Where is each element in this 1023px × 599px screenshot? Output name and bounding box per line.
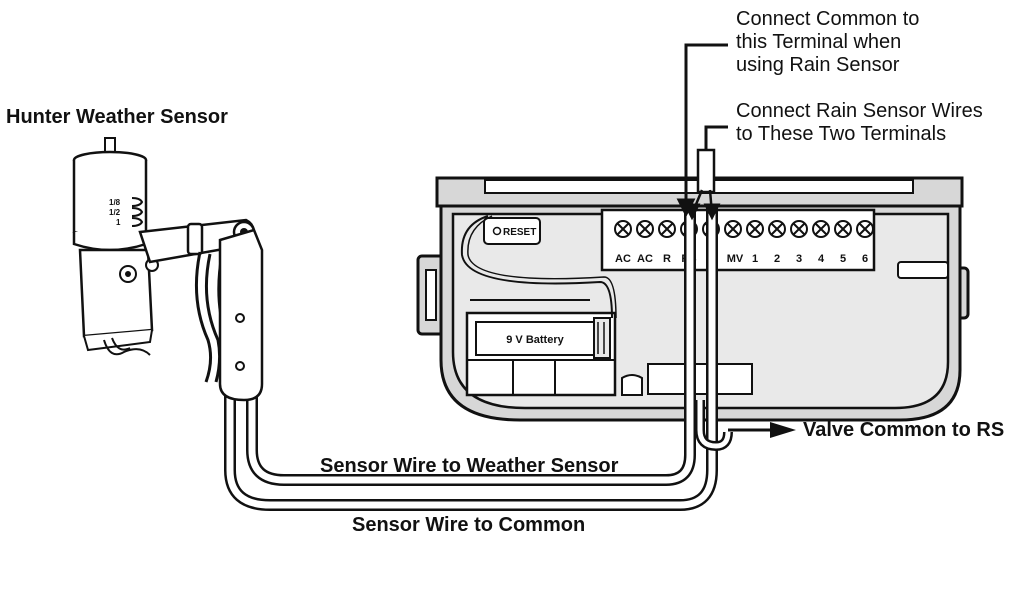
terminal-label: AC bbox=[637, 253, 653, 265]
terminal-label: 4 bbox=[818, 253, 825, 265]
terminal-label: 6 bbox=[862, 253, 868, 265]
mounting-bracket bbox=[138, 218, 264, 402]
valve-common-wire bbox=[695, 400, 796, 452]
weather-sensor: 1/8 1/2 1 bbox=[72, 137, 159, 356]
sensor-wire-weather-label: Sensor Wire to Weather Sensor bbox=[320, 455, 619, 477]
sensor-wire-common-label: Sensor Wire to Common bbox=[352, 514, 586, 536]
dial-setting: 1/8 bbox=[109, 198, 121, 207]
battery-wire bbox=[467, 215, 617, 319]
terminal-screw bbox=[856, 220, 874, 238]
terminal-screw bbox=[746, 220, 764, 238]
terminal-label: MV bbox=[727, 253, 744, 265]
connect-rain-sensor-callout: Connect Rain Sensor Wires to These Two T… bbox=[736, 100, 983, 146]
terminal-label: 1 bbox=[752, 253, 758, 265]
dial-setting: 1/2 bbox=[109, 208, 121, 217]
battery-wire bbox=[460, 215, 613, 319]
arrow-right-icon bbox=[770, 422, 796, 438]
battery-label: 9 V Battery bbox=[506, 334, 564, 346]
battery-compartment: 9 V Battery bbox=[465, 311, 617, 397]
terminal-screw bbox=[658, 220, 676, 238]
terminal-label: 2 bbox=[774, 253, 780, 265]
terminal-screw bbox=[636, 220, 654, 238]
terminal-label: AC bbox=[615, 253, 631, 265]
callout-line: to These Two Terminals bbox=[736, 123, 947, 145]
callout-line: Connect Rain Sensor Wires bbox=[736, 100, 983, 122]
weather-sensor-label: Hunter Weather Sensor bbox=[6, 106, 228, 128]
terminal-screw bbox=[724, 220, 742, 238]
terminal-strip: AC AC R RS C MV 1 2 3 4 5 6 bbox=[600, 208, 876, 272]
dial-setting: 1 bbox=[116, 218, 121, 227]
terminal-label: 5 bbox=[840, 253, 846, 265]
terminal-label: 3 bbox=[796, 253, 802, 265]
callout-line: this Terminal when bbox=[736, 31, 902, 53]
reset-button[interactable]: RESET bbox=[483, 217, 541, 245]
valve-common-label: Valve Common to RS bbox=[803, 419, 1005, 441]
callout-line: Connect Common to bbox=[736, 8, 920, 30]
terminal-label: R bbox=[663, 253, 671, 265]
internal-tab bbox=[621, 374, 643, 396]
sensor-cable bbox=[224, 206, 718, 511]
reset-label: RESET bbox=[503, 227, 536, 238]
internal-module bbox=[647, 363, 753, 395]
terminal-screw bbox=[834, 220, 852, 238]
terminal-screw bbox=[790, 220, 808, 238]
connect-common-callout: Connect Common to this Terminal when usi… bbox=[736, 8, 919, 77]
terminal-screw bbox=[768, 220, 786, 238]
callout-line: using Rain Sensor bbox=[736, 54, 900, 76]
callout-rain-sensor bbox=[683, 125, 728, 221]
terminal-screw bbox=[614, 220, 632, 238]
terminal-screw bbox=[812, 220, 830, 238]
